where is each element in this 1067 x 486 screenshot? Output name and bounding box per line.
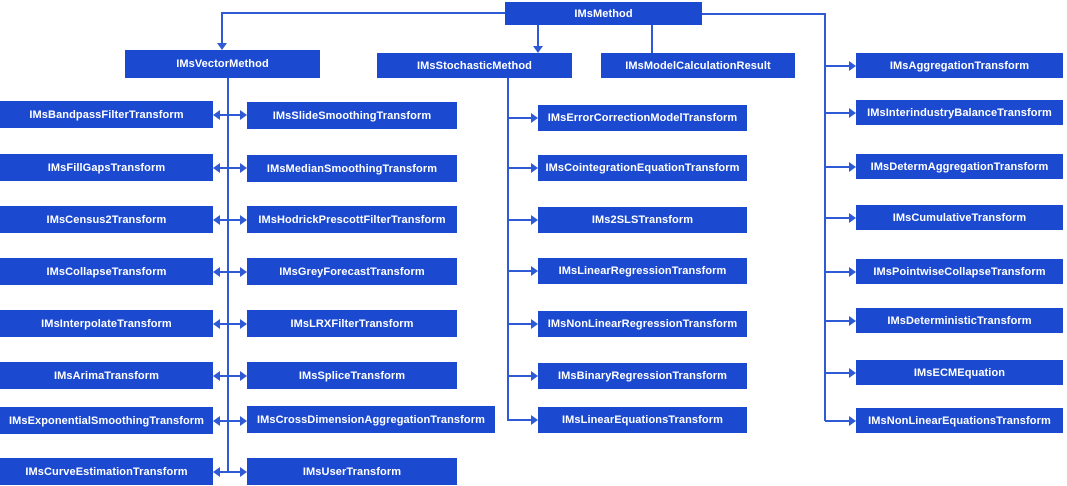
connector-line: [702, 13, 826, 15]
node-imsvectormethod: IMsVectorMethod: [125, 50, 320, 78]
node-ims2slstransform: IMs2SLSTransform: [538, 207, 747, 233]
node-imsnonlinearequationstransform: IMsNonLinearEquationsTransform: [856, 408, 1063, 433]
connector-line: [508, 270, 532, 272]
connector-line: [219, 218, 241, 221]
connector-line: [508, 167, 532, 169]
node-imsarimatransform: IMsArimaTransform: [0, 362, 213, 389]
arrowhead-icon: [213, 109, 220, 120]
node-imscumulativetransform: IMsCumulativeTransform: [856, 205, 1063, 230]
connector-line: [825, 165, 850, 168]
node-imscrossdimensionaggregationtransform: IMsCrossDimensionAggregationTransform: [247, 406, 495, 433]
node-imsbinaryregressiontransform: IMsBinaryRegressionTransform: [538, 363, 747, 389]
connector-line: [219, 322, 241, 325]
arrowhead-icon: [240, 214, 247, 225]
arrowhead-icon: [849, 315, 856, 326]
node-imsmethod: IMsMethod: [505, 2, 702, 25]
arrowhead-icon: [240, 318, 247, 329]
arrowhead-icon: [849, 60, 856, 71]
connector-line: [219, 270, 241, 273]
node-imsinterindustrybalancetransform: IMsInterindustryBalanceTransform: [856, 100, 1063, 125]
node-imsbandpassfiltertransform: IMsBandpassFilterTransform: [0, 101, 213, 128]
arrowhead-icon: [217, 43, 227, 50]
arrowhead-icon: [240, 266, 247, 277]
connector-line: [227, 78, 229, 472]
connector-line: [508, 219, 532, 221]
arrowhead-icon: [531, 163, 538, 173]
node-imscensus2transform: IMsCensus2Transform: [0, 206, 213, 233]
node-imsgreyforecasttransform: IMsGreyForecastTransform: [247, 258, 457, 285]
connector-line: [219, 470, 241, 473]
arrowhead-icon: [531, 415, 538, 425]
connector-line: [825, 419, 850, 422]
arrowhead-icon: [849, 415, 856, 426]
arrowhead-icon: [240, 109, 247, 120]
node-imslinearequationstransform: IMsLinearEquationsTransform: [538, 407, 747, 433]
node-imsfillgapstransform: IMsFillGapsTransform: [0, 154, 213, 181]
connector-line: [537, 25, 539, 47]
arrowhead-icon: [213, 415, 220, 426]
arrowhead-icon: [240, 466, 247, 477]
connector-line: [825, 111, 850, 114]
node-imscointegrationequationtransform: IMsCointegrationEquationTransform: [538, 155, 747, 181]
connector-line: [221, 12, 505, 14]
node-imslinearregressiontransform: IMsLinearRegressionTransform: [538, 258, 747, 284]
node-imsmodelcalculationresult: IMsModelCalculationResult: [601, 53, 795, 78]
node-imslrxfiltertransform: IMsLRXFilterTransform: [247, 310, 457, 337]
connector-line: [825, 319, 850, 322]
node-imsmediansmoothingtransform: IMsMedianSmoothingTransform: [247, 155, 457, 182]
node-imsexponentialsmoothingtransform: IMsExponentialSmoothingTransform: [0, 407, 213, 434]
connector-line: [825, 371, 850, 374]
arrowhead-icon: [213, 466, 220, 477]
connector-line: [651, 25, 653, 53]
node-imserrorcorrectionmodeltransform: IMsErrorCorrectionModelTransform: [538, 105, 747, 131]
arrowhead-icon: [531, 319, 538, 329]
arrowhead-icon: [849, 161, 856, 172]
arrowhead-icon: [213, 318, 220, 329]
connector-line: [825, 216, 850, 219]
arrowhead-icon: [533, 46, 543, 53]
node-imscollapsetransform: IMsCollapseTransform: [0, 258, 213, 285]
arrowhead-icon: [849, 367, 856, 378]
node-imsusertransform: IMsUserTransform: [247, 458, 457, 485]
connector-line: [508, 419, 532, 421]
connector-line: [508, 117, 532, 119]
connector-line: [219, 419, 241, 422]
node-imsdetermaggregationtransform: IMsDetermAggregationTransform: [856, 154, 1063, 179]
node-imsaggregationtransform: IMsAggregationTransform: [856, 53, 1063, 78]
connector-line: [219, 113, 241, 116]
arrowhead-icon: [531, 215, 538, 225]
arrowhead-icon: [213, 370, 220, 381]
arrowhead-icon: [240, 415, 247, 426]
node-imshodrickprescottfiltertransform: IMsHodrickPrescottFilterTransform: [247, 206, 457, 233]
arrowhead-icon: [531, 266, 538, 276]
connector-line: [219, 166, 241, 169]
arrowhead-icon: [849, 266, 856, 277]
connector-line: [221, 12, 223, 44]
connector-line: [507, 78, 509, 421]
arrowhead-icon: [240, 162, 247, 173]
connector-line: [219, 374, 241, 377]
node-imsinterpolatetransform: IMsInterpolateTransform: [0, 310, 213, 337]
arrowhead-icon: [240, 370, 247, 381]
node-imspointwisecollapsetransform: IMsPointwiseCollapseTransform: [856, 259, 1063, 284]
arrowhead-icon: [531, 371, 538, 381]
node-imscurveestimationtransform: IMsCurveEstimationTransform: [0, 458, 213, 485]
arrowhead-icon: [213, 266, 220, 277]
node-imsslidesmoothingtransform: IMsSlideSmoothingTransform: [247, 102, 457, 129]
arrowhead-icon: [849, 212, 856, 223]
arrowhead-icon: [213, 214, 220, 225]
arrowhead-icon: [531, 113, 538, 123]
arrowhead-icon: [849, 107, 856, 118]
node-imssplicetransform: IMsSpliceTransform: [247, 362, 457, 389]
node-imsstochasticmethod: IMsStochasticMethod: [377, 53, 572, 78]
connector-line: [825, 270, 850, 273]
connector-line: [508, 323, 532, 325]
node-imsnonlinearregressiontransform: IMsNonLinearRegressionTransform: [538, 311, 747, 337]
connector-line: [508, 375, 532, 377]
connector-line: [825, 64, 850, 67]
node-imsdeterministictransform: IMsDeterministicTransform: [856, 308, 1063, 333]
arrowhead-icon: [213, 162, 220, 173]
node-imsecmequation: IMsECMEquation: [856, 360, 1063, 385]
